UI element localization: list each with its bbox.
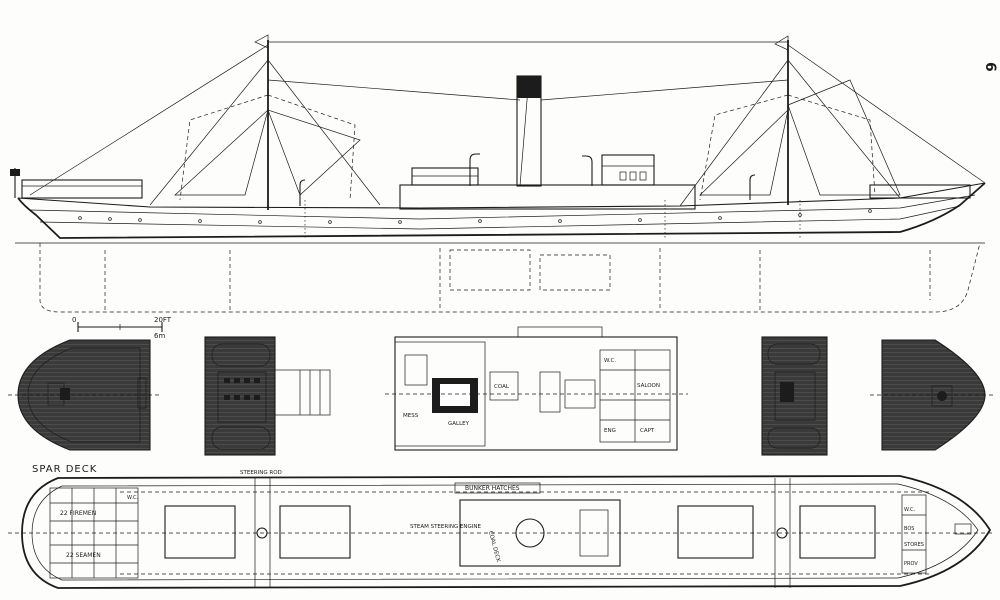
wc-label: W.C. xyxy=(604,358,616,364)
spar-deck-title: SPAR DECK xyxy=(32,464,97,475)
firemen-label: 22 FIREMEN xyxy=(60,510,96,517)
scale-start-label: 0 xyxy=(72,316,76,324)
profile-elevation xyxy=(10,34,986,313)
coal-deck-label: COAL DECK xyxy=(487,530,501,563)
forecastle-plan xyxy=(870,339,995,451)
steering-rod-label: STEERING ROD xyxy=(240,470,282,476)
portholes xyxy=(78,209,872,224)
scale-bar: 0 20FT 6m xyxy=(72,316,172,340)
lifeboat xyxy=(211,343,271,367)
mess-label: MESS xyxy=(403,413,419,419)
aft-hatches xyxy=(164,478,351,588)
stores-label: STORES xyxy=(904,542,924,548)
scale-metric-label: 6m xyxy=(154,332,165,340)
bridge-deck-plan: MESS GALLEY COAL SALOON CAPT ENG W.C. xyxy=(385,326,688,451)
midship-house xyxy=(399,184,696,210)
engineer-cabin-label: ENG xyxy=(604,428,616,434)
coal-label: COAL xyxy=(494,384,510,390)
lifeboat xyxy=(767,427,821,449)
seamen-label: 22 SEAMEN xyxy=(66,552,101,559)
aft-wc-label: W.C. xyxy=(127,495,138,501)
steam-steering-label: STEAM STEERING ENGINE xyxy=(410,524,482,530)
poop-deck-plan xyxy=(8,339,160,451)
aft-derricks xyxy=(174,94,361,201)
lifeboat xyxy=(767,343,821,365)
scale-end-label: 20FT xyxy=(154,316,172,324)
after-house-plan xyxy=(204,336,331,456)
bunker-hatches-label: BUNKER HATCHES xyxy=(465,485,520,492)
bosun-label: BOS xyxy=(904,526,914,532)
captain-cabin-label: CAPT xyxy=(640,428,655,434)
fore-derricks xyxy=(699,79,901,201)
provisions-label: PROV xyxy=(904,561,918,567)
poop-house xyxy=(21,179,143,199)
forward-house-plan xyxy=(761,336,828,456)
stern-ensign xyxy=(10,169,20,176)
lifeboat xyxy=(211,426,271,450)
spar-deck-plan: SPAR DECK STEERING ROD 22 FIREMEN 22 SEA… xyxy=(8,464,995,589)
bridge-house xyxy=(601,154,655,186)
fore-wc-label: W.C. xyxy=(904,507,915,513)
fore-hatches xyxy=(677,478,876,588)
page-number: 6 xyxy=(982,62,998,72)
forecastle xyxy=(869,184,971,199)
galley-label: GALLEY xyxy=(448,421,470,427)
saloon-label: SALOON xyxy=(637,383,660,389)
